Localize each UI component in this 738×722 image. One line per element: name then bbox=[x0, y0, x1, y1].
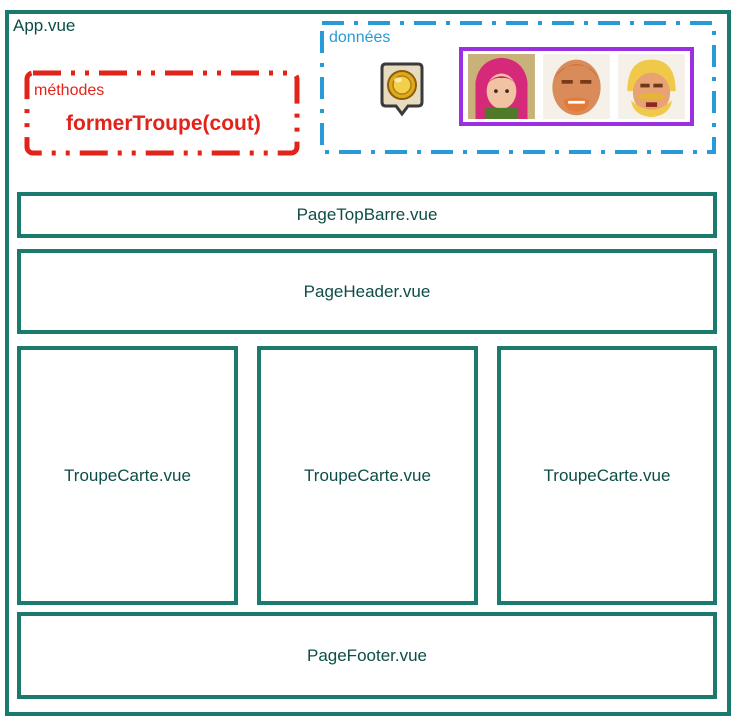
archer-icon bbox=[468, 54, 535, 119]
troupe-card-label: TroupeCarte.vue bbox=[304, 465, 431, 485]
giant-icon bbox=[543, 54, 610, 119]
data-label: données bbox=[329, 29, 391, 46]
troupe-card-component: TroupeCarte.vue bbox=[497, 346, 717, 605]
page-header-label: PageHeader.vue bbox=[303, 281, 431, 301]
troops-image-strip bbox=[459, 47, 694, 126]
methods-box bbox=[24, 70, 300, 156]
troupe-card-component: TroupeCarte.vue bbox=[257, 346, 478, 605]
barbarian-icon bbox=[618, 54, 685, 119]
page-footer-label: PageFooter.vue bbox=[306, 645, 428, 665]
data-box bbox=[320, 21, 716, 154]
troupe-card-label: TroupeCarte.vue bbox=[64, 465, 191, 485]
page-footer-component: PageFooter.vue bbox=[17, 612, 717, 699]
troupe-card-component: TroupeCarte.vue bbox=[17, 346, 238, 605]
page-top-bar-component: PageTopBarre.vue bbox=[17, 192, 717, 238]
methods-label: méthodes bbox=[34, 82, 105, 99]
app-label: App.vue bbox=[13, 16, 76, 35]
methods-function-name: formerTroupe(cout) bbox=[66, 112, 261, 135]
page-top-bar-label: PageTopBarre.vue bbox=[296, 205, 438, 224]
gold-coin-icon bbox=[380, 62, 424, 117]
troupe-card-label: TroupeCarte.vue bbox=[543, 465, 671, 485]
page-header-component: PageHeader.vue bbox=[17, 249, 717, 334]
